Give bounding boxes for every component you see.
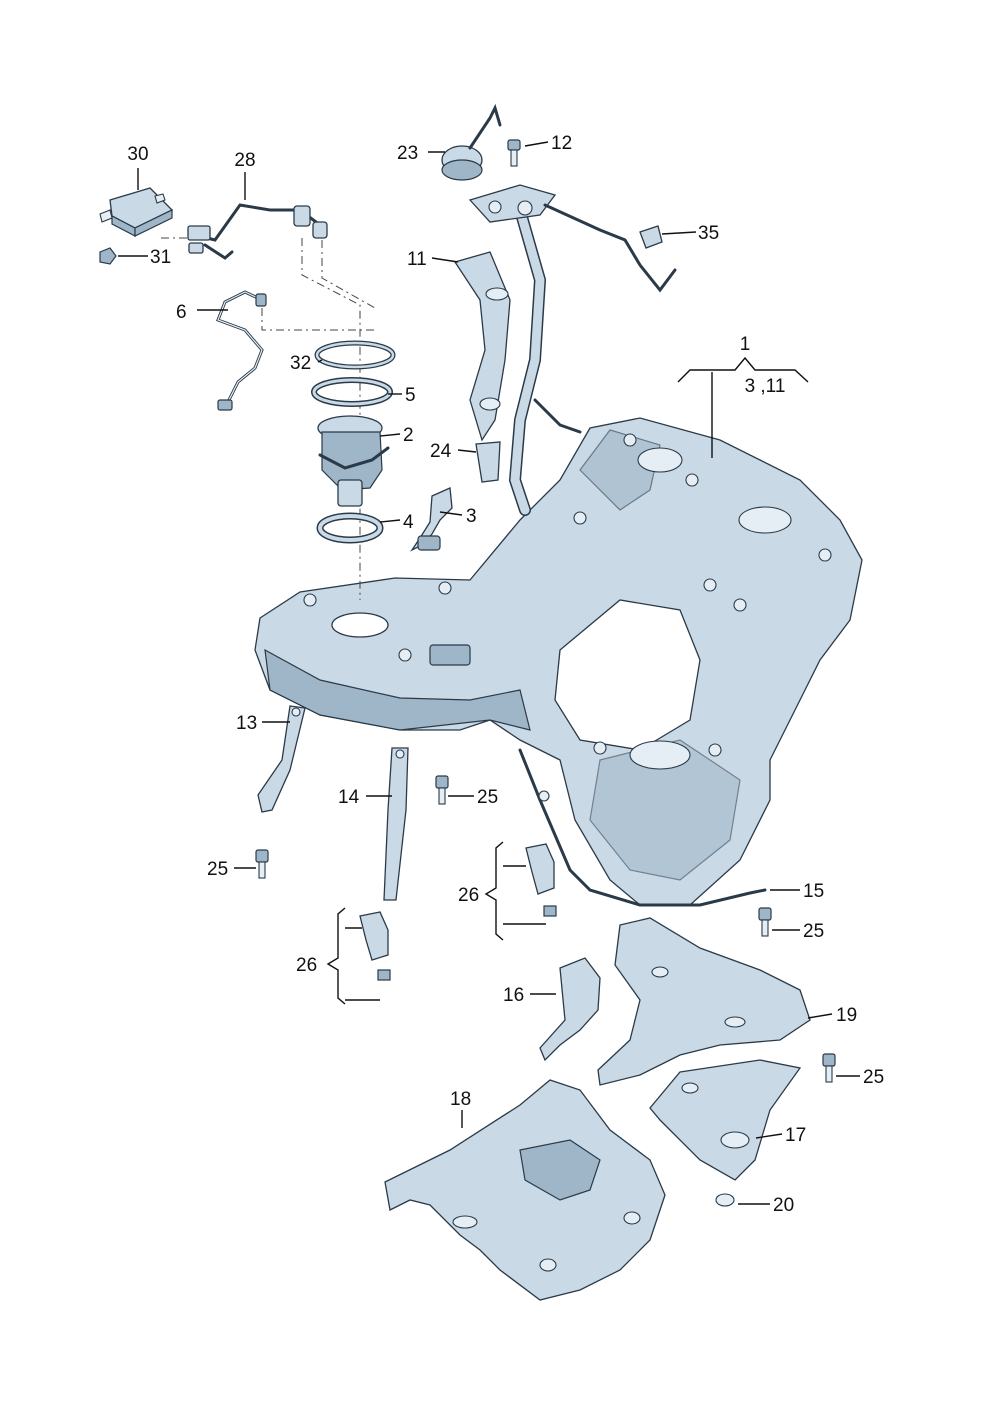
- callout-32: 32: [290, 353, 311, 374]
- callout-3: 3: [466, 506, 477, 527]
- callout-19: 19: [836, 1005, 857, 1026]
- callout-23: 23: [397, 143, 418, 164]
- callout-28: 28: [234, 150, 255, 171]
- brackets-26: [359, 790, 557, 981]
- strap-14: [383, 747, 409, 901]
- callout-12: 12: [551, 133, 572, 154]
- fuel-pump: [317, 415, 390, 507]
- heat-shield-16: [539, 957, 601, 1062]
- heat-shield-18: [384, 1079, 666, 1301]
- sender-3: [410, 487, 453, 552]
- callout-25-c: 25: [803, 921, 824, 942]
- heat-shield-17: [649, 1059, 802, 1207]
- callout-13: 13: [236, 713, 257, 734]
- callout-25-b: 25: [207, 859, 228, 880]
- seal-4: [316, 512, 384, 544]
- callout-26-a: 26: [458, 885, 479, 906]
- callout-15: 15: [803, 881, 824, 902]
- callout-25-a: 25: [477, 787, 498, 808]
- sensor-35: [639, 225, 663, 249]
- callout-11: 11: [407, 249, 427, 270]
- callout-17: 17: [785, 1125, 806, 1146]
- callout-35: 35: [698, 223, 719, 244]
- locking-ring-32: [314, 340, 396, 370]
- control-unit: [99, 187, 174, 265]
- callout-31: 31: [150, 247, 171, 268]
- callout-1-sub: 3 ,11: [745, 376, 786, 397]
- callout-2: 2: [403, 425, 414, 446]
- callout-labels: 1 3 ,11 30 28 31 6 23 12 35 11 32 5 2 24…: [127, 133, 884, 1216]
- callout-5: 5: [405, 385, 416, 406]
- heat-shield-19: [597, 917, 811, 1086]
- seal-5: [311, 377, 393, 407]
- callout-18: 18: [450, 1089, 471, 1110]
- callout-24: 24: [430, 441, 452, 462]
- filler-shield: [453, 251, 511, 442]
- strap-13: [257, 705, 306, 813]
- leader-lines: [118, 141, 860, 1205]
- callout-25-d: 25: [863, 1067, 884, 1088]
- callout-1: 1: [740, 334, 751, 355]
- clip-24: [475, 441, 501, 483]
- wiring-harness: [187, 203, 328, 260]
- callout-6: 6: [176, 302, 187, 323]
- fuel-tank: [254, 417, 863, 907]
- callout-16: 16: [503, 985, 524, 1006]
- assembly-lines: [160, 237, 376, 600]
- bolts-25: [255, 775, 836, 1083]
- callout-26-b: 26: [296, 955, 317, 976]
- callout-20: 20: [773, 1195, 794, 1216]
- callout-30: 30: [127, 144, 148, 165]
- bolt-12: [507, 139, 521, 167]
- fuel-cap: [441, 103, 502, 181]
- filler-neck: [468, 184, 677, 516]
- fuel-line-6: [216, 290, 267, 411]
- callout-14: 14: [338, 787, 360, 808]
- callout-4: 4: [403, 512, 414, 533]
